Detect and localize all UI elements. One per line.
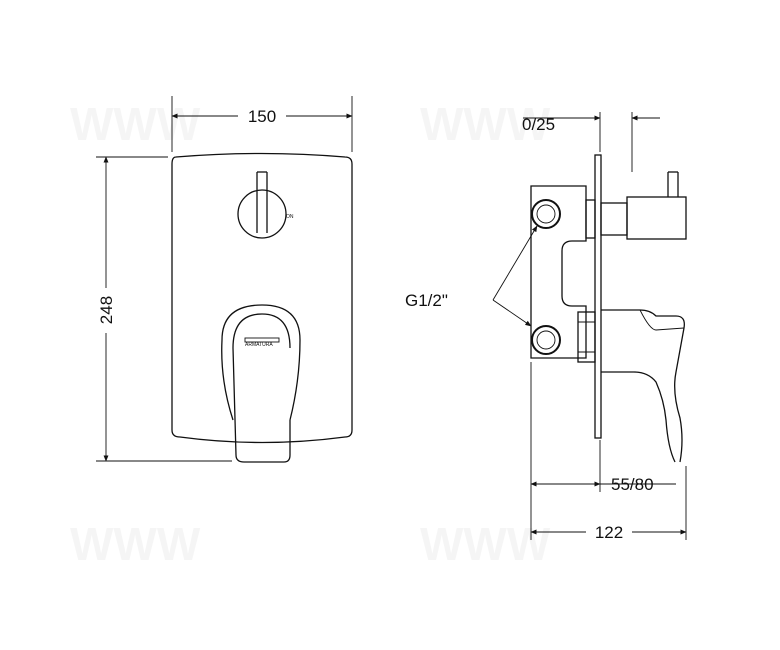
side-view: G1/2" 0/25 55/80 122 bbox=[405, 112, 687, 542]
knob-marking: ON bbox=[286, 214, 294, 220]
height-label: 248 bbox=[97, 296, 116, 324]
height-dimension: 248 bbox=[96, 156, 232, 462]
front-view: ON ARMATURA 150 248 bbox=[96, 96, 353, 463]
total-depth-dimension: 122 bbox=[530, 466, 687, 542]
depth-label: 55/80 bbox=[611, 475, 654, 494]
mixer-lever: ARMATURA bbox=[221, 304, 301, 463]
width-dimension: 150 bbox=[171, 96, 353, 152]
cover-plate bbox=[171, 152, 353, 444]
depth-dimension: 55/80 bbox=[530, 362, 676, 540]
svg-text:WWW: WWW bbox=[70, 98, 201, 150]
total-depth-label: 122 bbox=[595, 523, 623, 542]
offset-label: 0/25 bbox=[522, 115, 555, 134]
lower-inlet bbox=[531, 325, 561, 355]
thread-callout: G1/2" bbox=[405, 225, 538, 327]
diverter-side bbox=[585, 171, 687, 240]
watermark: WWW WWW WWW WWW bbox=[70, 98, 551, 570]
lever-marking: ARMATURA bbox=[245, 342, 273, 348]
mixer-side bbox=[577, 309, 685, 463]
valve-body bbox=[530, 185, 587, 359]
thread-label: G1/2" bbox=[405, 291, 448, 310]
wall-plate bbox=[594, 154, 602, 439]
upper-inlet bbox=[531, 199, 561, 229]
svg-text:WWW: WWW bbox=[70, 518, 201, 570]
diverter-knob: ON bbox=[237, 171, 294, 239]
offset-dimension: 0/25 bbox=[522, 112, 660, 172]
width-label: 150 bbox=[248, 107, 276, 126]
